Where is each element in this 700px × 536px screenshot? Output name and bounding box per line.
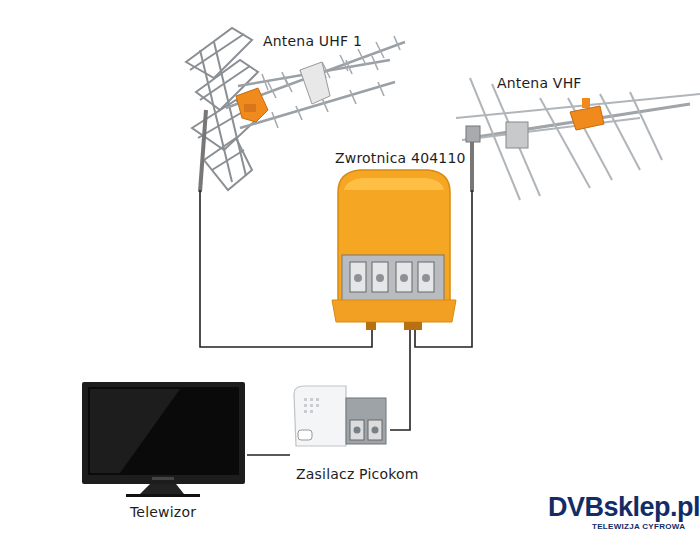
diplexer-node: Zwrotnica 404110 (330, 148, 455, 330)
diplexer-body (332, 170, 456, 330)
vhf-antenna (456, 78, 700, 200)
logo-tagline: TELEWIZJA CYFROWA (592, 522, 685, 531)
tv-node: Telewizor (80, 378, 247, 518)
antenna-node: Antena UHF 1 (180, 30, 410, 190)
coax-cable (390, 330, 410, 430)
power-supply (294, 386, 386, 446)
device-label: Antena VHF (497, 75, 582, 91)
coax-cable (200, 190, 372, 347)
television (82, 382, 245, 497)
device-label: Antena UHF 1 (263, 33, 362, 49)
device-label: Telewizor (130, 504, 196, 520)
logo-text: DVBsklep.pl (548, 494, 700, 521)
coax-cable (247, 454, 290, 456)
antenna-node: Antena VHF (455, 72, 695, 190)
coax-cable (415, 190, 472, 347)
uhf-antenna (186, 28, 405, 192)
device-label: Zasilacz Picokom (296, 466, 419, 482)
power-supply-node: Zasilacz Picokom (290, 385, 390, 480)
device-label: Zwrotnica 404110 (335, 150, 466, 166)
